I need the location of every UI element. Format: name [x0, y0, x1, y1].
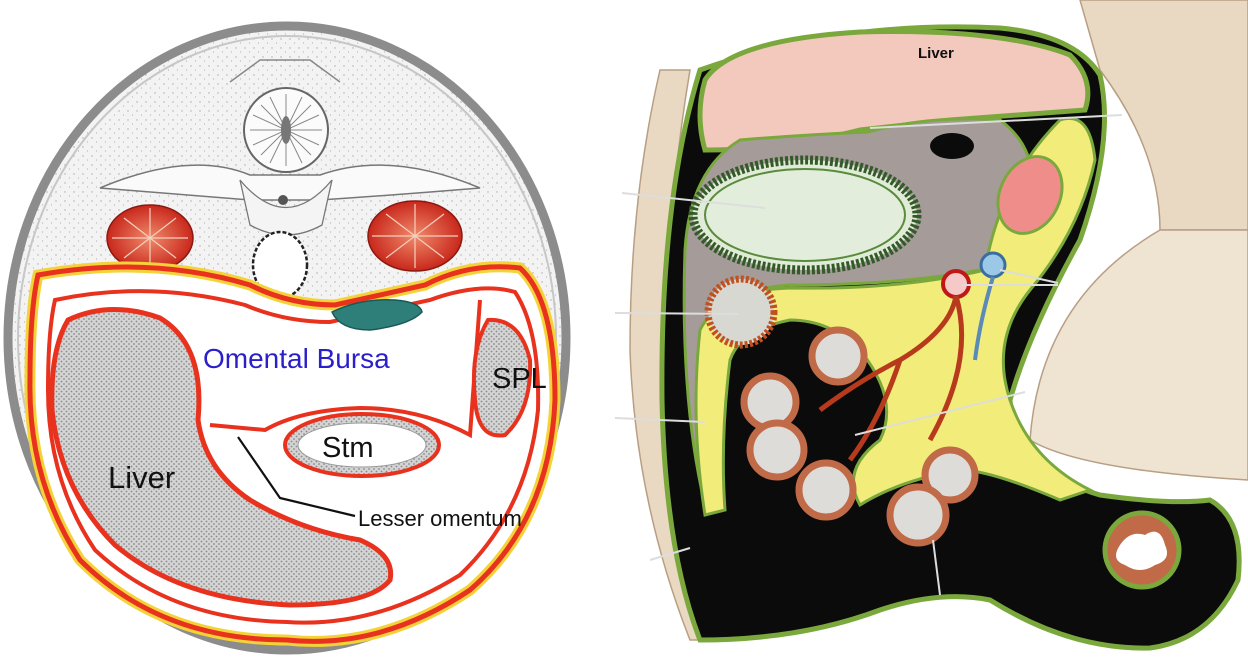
portal-vessel [930, 133, 974, 159]
spleen-label: SPL [492, 363, 547, 395]
liver-label: Liver [108, 460, 175, 495]
left-kidney [107, 205, 193, 271]
right-kidney [368, 201, 462, 271]
mesenteric-vein [981, 253, 1005, 277]
omental-bursa-label: Omental Bursa [203, 343, 390, 374]
right-liver-label: Liver [918, 45, 954, 62]
spinal-canal [278, 195, 288, 205]
transverse-colon [708, 279, 774, 345]
lesser-omentum-label: Lesser omentum [358, 506, 522, 531]
stomach-label: Stm [322, 432, 374, 464]
right-sagittal-section: Liver [615, 0, 1248, 648]
left-cross-section: Omental Bursa SPL Stm Liver Lesser oment… [8, 26, 566, 650]
